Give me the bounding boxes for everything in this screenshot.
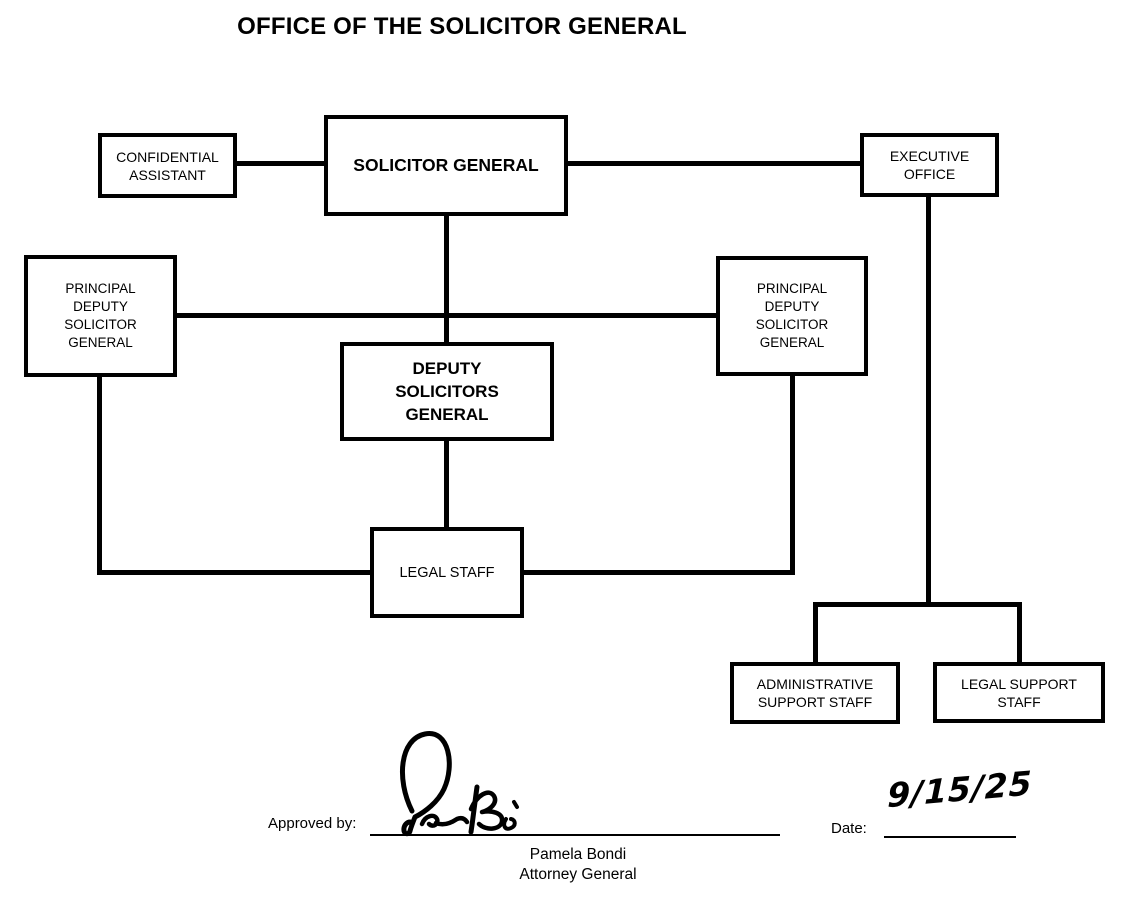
node-label-line: SOLICITOR GENERAL — [353, 155, 539, 175]
connector-principal-deputy-right-legal-staff — [521, 570, 795, 575]
signature-line — [370, 834, 780, 836]
node-label-line: OFFICE — [903, 166, 956, 182]
node-label-line: SOLICITORS — [395, 382, 499, 401]
node-label-line: LEGAL SUPPORT — [961, 675, 1077, 692]
node-label-line: SOLICITOR — [64, 317, 137, 332]
signer-name: Pamela Bondi — [529, 846, 627, 863]
connector-solicitor-general-executive-office — [566, 161, 861, 166]
node-label-line: DEPUTY — [764, 299, 820, 314]
node-label-line: SUPPORT STAFF — [757, 694, 873, 710]
handwritten-date: 9/15/25 — [886, 763, 1033, 816]
node-legal-staff: LEGAL STAFF — [370, 527, 524, 618]
connector-principal-deputy-left-legal-staff — [97, 570, 372, 575]
connector-solicitor-general-deputy-solicitors — [444, 214, 449, 343]
node-label-line: ASSISTANT — [129, 166, 206, 183]
date-line — [884, 836, 1016, 838]
signature-image — [400, 731, 519, 837]
node-label-line: GENERAL — [405, 405, 489, 424]
connector-confidential-assistant-solicitor-general — [235, 161, 325, 166]
node-label-line: SOLICITOR — [755, 317, 829, 332]
node-label-line: ADMINISTRATIVE — [756, 676, 874, 692]
signer-block: Pamela Bondi Attorney General — [468, 845, 688, 885]
connector-administrative-support-drop — [813, 605, 818, 664]
node-label-line: CONFIDENTIAL — [116, 148, 219, 165]
connector-principal-deputy-right-drop — [790, 374, 795, 575]
connector-support-staff-crossbar — [813, 602, 1022, 607]
node-label-line: PRINCIPAL — [65, 281, 136, 296]
node-label-line: LEGAL STAFF — [399, 564, 495, 581]
node-confidential-assistant: CONFIDENTIAL ASSISTANT — [98, 133, 237, 198]
page-title: OFFICE OF THE SOLICITOR GENERAL — [237, 13, 687, 40]
connector-legal-support-drop — [1017, 605, 1022, 664]
node-label-line: DEPUTY — [73, 299, 128, 314]
node-label-line: EXECUTIVE — [889, 148, 970, 164]
node-administrative-support-staff: ADMINISTRATIVE SUPPORT STAFF — [730, 662, 900, 724]
node-label-line: DEPUTY — [412, 359, 482, 378]
date-label: Date: — [831, 820, 867, 837]
node-solicitor-general: SOLICITOR GENERAL — [324, 115, 568, 216]
connector-deputy-solicitors-legal-staff — [444, 439, 449, 529]
node-label-line: PRINCIPAL — [756, 281, 828, 296]
connector-executive-office-drop — [926, 195, 931, 607]
node-legal-support-staff: LEGAL SUPPORT STAFF — [933, 662, 1105, 723]
connector-principal-deputy-left-drop — [97, 375, 102, 575]
signer-title: Attorney General — [519, 866, 637, 883]
connector-principal-deputies-crossbar — [175, 313, 718, 318]
node-principal-deputy-solicitor-general-left: PRINCIPAL DEPUTY SOLICITOR GENERAL — [24, 255, 177, 377]
node-deputy-solicitors-general: DEPUTY SOLICITORS GENERAL — [340, 342, 554, 441]
node-principal-deputy-solicitor-general-right: PRINCIPAL DEPUTY SOLICITOR GENERAL — [716, 256, 868, 376]
node-executive-office: EXECUTIVE OFFICE — [860, 133, 999, 197]
node-label-line: GENERAL — [759, 335, 825, 350]
approved-by-label: Approved by: — [268, 815, 357, 832]
node-label-line: STAFF — [997, 693, 1041, 710]
node-label-line: GENERAL — [68, 335, 133, 350]
